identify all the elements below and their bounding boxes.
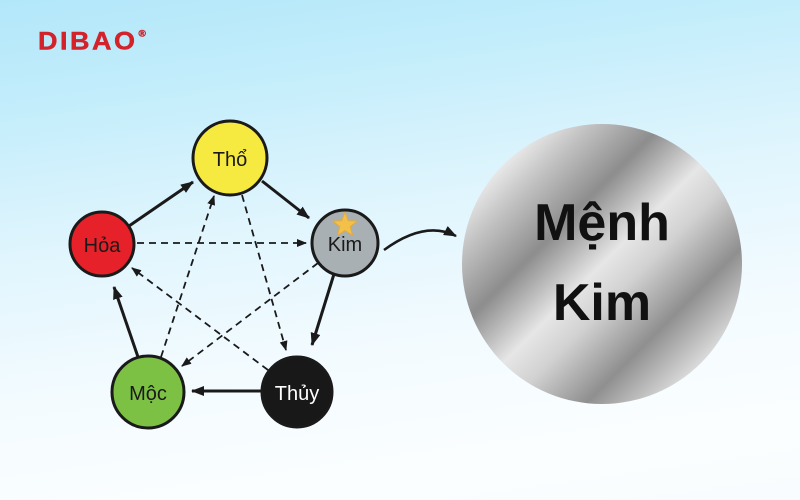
- star-icon: [332, 211, 358, 236]
- kim-circle: [310, 208, 380, 278]
- kim-label: Kim: [328, 234, 362, 256]
- arrow-tho-to-kim: [261, 179, 310, 220]
- tho-label: Thổ: [213, 149, 247, 171]
- moc-label: Mộc: [129, 383, 167, 405]
- arrow-kim-to-result: [383, 226, 457, 252]
- overcoming-cycle-arrows: [131, 194, 319, 371]
- arrow-hoa-to-tho: [128, 180, 194, 228]
- result-line1: Mệnh: [534, 194, 670, 253]
- arrow-moc-to-tho: [160, 195, 215, 358]
- arrow-kim-to-moc: [181, 262, 319, 367]
- thuy-label: Thủy: [275, 383, 319, 405]
- result-line2: Kim: [552, 274, 652, 332]
- moc-circle: [110, 354, 186, 430]
- tho-circle: [191, 119, 269, 197]
- hoa-label: Hỏa: [84, 235, 122, 257]
- generating-cycle-arrows: [112, 179, 336, 396]
- dibao-logo-text: DIBAO: [38, 27, 138, 55]
- dibao-logo: DIBAO®: [38, 27, 146, 56]
- element-nodes: [68, 119, 380, 430]
- registered-trademark-icon: ®: [138, 29, 146, 40]
- hoa-circle: [68, 210, 136, 278]
- result-badge: Mệnh Kim: [462, 124, 742, 404]
- arrow-thuy-to-hoa: [131, 267, 269, 371]
- arrow-tho-to-thuy: [241, 194, 288, 351]
- thuy-circle: [260, 355, 334, 429]
- arrow-moc-to-hoa: [112, 286, 140, 358]
- arrow-kim-to-thuy: [310, 273, 336, 346]
